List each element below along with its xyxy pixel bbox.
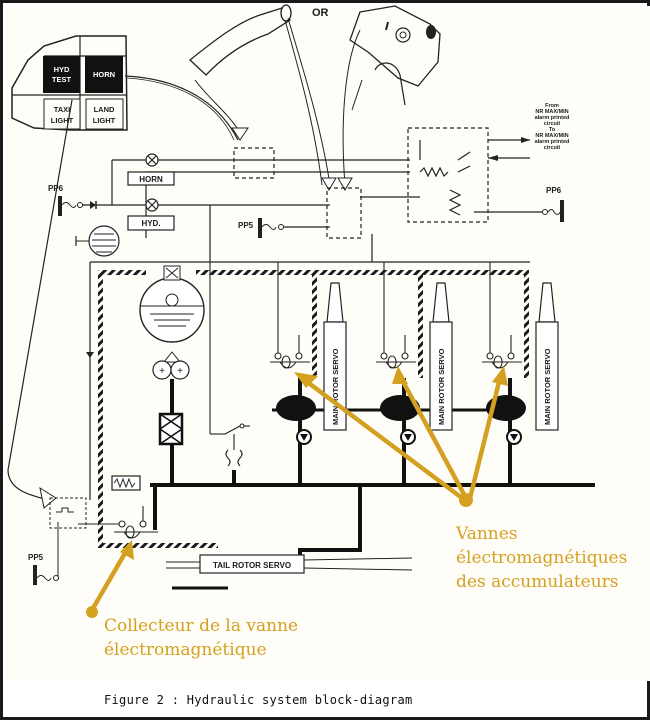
annotation-line: des accumulateurs — [456, 572, 619, 592]
tail-rotor-servo-label: TAIL ROTOR SERVO — [213, 561, 291, 570]
hyd-test-label-2: TEST — [52, 75, 72, 84]
accumulator-icon — [380, 395, 420, 421]
arrow-icon — [321, 177, 337, 191]
annotation-arrowheads — [86, 366, 508, 618]
filter-icon — [158, 412, 184, 446]
reservoir-icon — [139, 265, 205, 343]
annotation-arrows — [89, 373, 503, 613]
or-label: OR — [312, 7, 329, 19]
arrow-icon — [488, 155, 498, 161]
land-light-button[interactable]: LAND LIGHT — [85, 98, 124, 130]
main-rotor-servo-label-1: MAIN ROTOR SERVO — [331, 348, 340, 425]
hyd-label-box — [127, 215, 175, 231]
horn-button[interactable]: HORN — [85, 56, 123, 93]
taxi-light-label-2: LIGHT — [51, 116, 74, 125]
tail-solenoid-valve-icon — [114, 506, 158, 539]
pp6-left-label: PP6 — [48, 184, 64, 193]
svg-text:To: To — [549, 127, 556, 133]
horn-label-box — [127, 171, 175, 186]
horn-wire-outline — [126, 77, 235, 141]
servo-group-1: MAIN ROTOR SERVO — [276, 282, 347, 445]
svg-text:circuit: circuit — [544, 121, 561, 127]
svg-text:alarm printed: alarm printed — [535, 139, 570, 145]
pressure-switch-icon — [209, 262, 250, 467]
horn-label: HORN — [139, 175, 163, 184]
annotation-line: électromagnétique — [104, 640, 267, 660]
land-light-label-1: LAND — [94, 105, 115, 114]
hyd-test-wire — [7, 99, 73, 501]
main-rotor-servo-2 — [429, 321, 453, 431]
horn-wire — [124, 75, 239, 141]
figure-caption: Figure 2 : Hydraulic system block-diagra… — [104, 693, 413, 707]
servo-group-3: MAIN ROTOR SERVO — [486, 282, 559, 445]
tail-rotor-servo: TAIL ROTOR SERVO — [166, 554, 413, 590]
pp5-bottom-connector-icon — [33, 565, 59, 585]
return-line — [98, 270, 529, 548]
annotation-line: Collecteur de la vanne — [104, 616, 299, 636]
pp6-right-label: PP6 — [546, 186, 562, 195]
horn-button-label: HORN — [93, 70, 115, 79]
control-panel: HYD TEST HORN TAXI LIGHT LAND LIGHT — [11, 35, 128, 131]
pp6-right-connector-icon — [542, 200, 564, 222]
hyd-lamp-icon — [145, 198, 159, 212]
accumulator-icon — [276, 395, 316, 421]
svg-text:+: + — [159, 366, 165, 377]
main-rotor-servo-label-2: MAIN ROTOR SERVO — [437, 348, 446, 425]
pp5-mid-connector-icon — [258, 218, 284, 238]
svg-text:alarm printed: alarm printed — [535, 115, 570, 121]
svg-text:NR MAX/MIN: NR MAX/MIN — [535, 109, 568, 115]
horn-lamp-icon — [145, 153, 159, 167]
main-rotor-servo-label-3: MAIN ROTOR SERVO — [543, 348, 552, 425]
pp5-bottom-label: PP5 — [28, 553, 44, 562]
accumulator-arrow-3 — [467, 375, 503, 501]
pp5-mid-label: PP5 — [238, 221, 254, 230]
servo-group-2: MAIN ROTOR SERVO — [380, 282, 453, 445]
pump-icon: + + — [152, 351, 190, 380]
hyd-test-button[interactable]: HYD TEST — [43, 56, 80, 93]
taxi-light-label-1: TAXI — [54, 105, 71, 114]
relief-valve-icon — [111, 475, 141, 491]
collective-switch-box-icon — [342, 5, 441, 186]
arrow-icon — [231, 127, 249, 141]
accumulator-arrow-1 — [299, 375, 465, 501]
land-light-label-2: LIGHT — [93, 116, 116, 125]
hyd-label: HYD. — [141, 219, 160, 228]
svg-text:NR MAX/MIN: NR MAX/MIN — [535, 133, 568, 139]
pp6-left-connector-icon — [58, 196, 97, 216]
taxi-light-button[interactable]: TAXI LIGHT — [43, 98, 81, 130]
solenoid-valves — [270, 262, 522, 369]
arrow-icon — [39, 486, 57, 509]
cyclic-grip-icon — [189, 4, 331, 186]
hyd-test-label-1: HYD — [54, 65, 70, 74]
main-rotor-servo-3 — [535, 321, 559, 431]
arrow-icon — [337, 177, 353, 191]
svg-text:From: From — [545, 103, 559, 109]
diode-icon — [86, 352, 94, 358]
accumulator-arrow-2 — [397, 373, 469, 501]
main-rotor-servo-1 — [323, 321, 347, 431]
electrical-circuit — [80, 127, 542, 262]
accumulator-valves-annotation: Vannes électromagnétiques des accumulate… — [456, 522, 627, 594]
manifold-annotation: Collecteur de la vanne électromagnétique — [104, 614, 298, 662]
arrow-icon — [521, 137, 530, 143]
annotation-line: Vannes — [456, 524, 518, 544]
annotation-line: électromagnétiques — [456, 548, 628, 568]
hyd-test-switch-box — [49, 497, 87, 529]
manifold-arrow — [89, 545, 131, 613]
svg-text:circuit: circuit — [544, 145, 561, 151]
nr-alarm-labels: From NR MAX/MIN alarm printed circuit To… — [535, 103, 570, 151]
horn-speaker-icon — [75, 225, 120, 257]
svg-text:+: + — [177, 366, 183, 377]
